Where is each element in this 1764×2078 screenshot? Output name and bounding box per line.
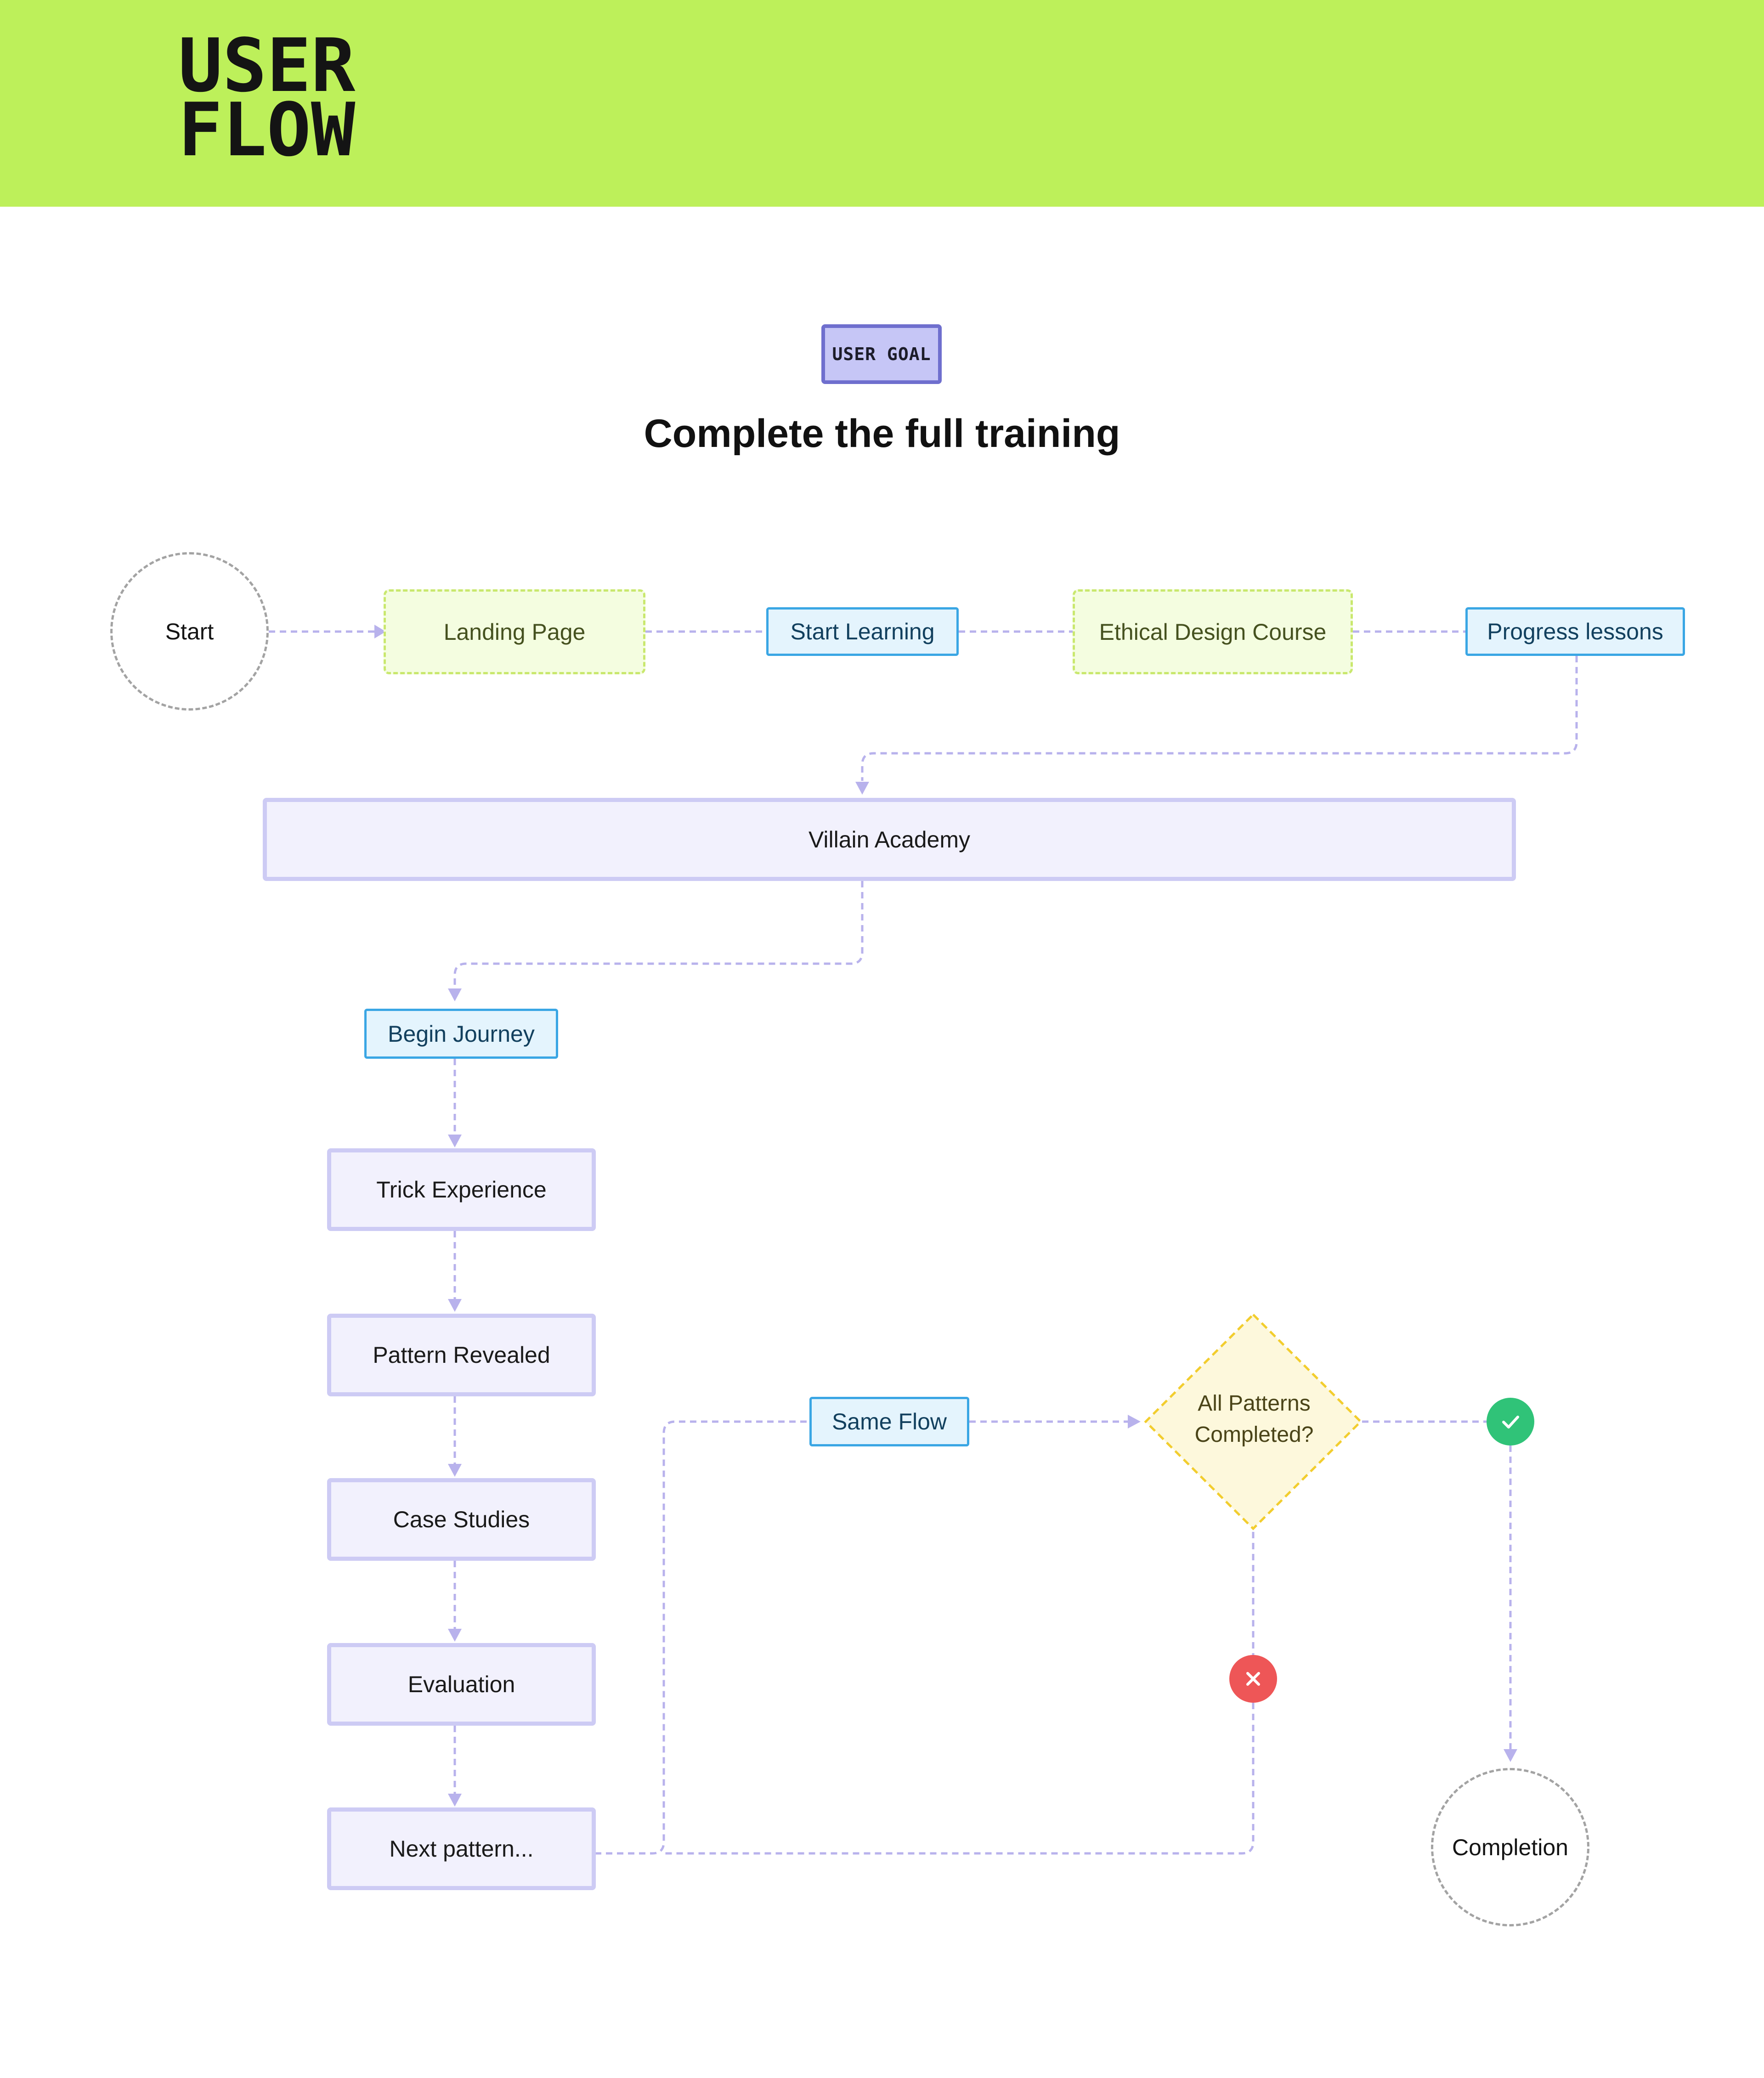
landing-page-node: Landing Page — [384, 589, 645, 674]
completion-node: Completion — [1431, 1768, 1589, 1926]
user-goal-badge: USER GOAL — [821, 324, 942, 384]
connector-next-samesflow — [595, 1420, 811, 1855]
ethical-design-course-node: Ethical Design Course — [1073, 589, 1353, 674]
begin-journey-node: Begin Journey — [364, 1009, 558, 1059]
trick-experience-node: Trick Experience — [327, 1148, 596, 1231]
arrowhead-evaluation — [448, 1629, 462, 1642]
decision-label: All Patterns Completed? — [1153, 1387, 1355, 1451]
arrowhead-completion — [1504, 1749, 1517, 1762]
arrowhead-villain — [855, 782, 869, 795]
arrowhead-decision — [1128, 1415, 1141, 1429]
villain-academy-node: Villain Academy — [263, 798, 1516, 881]
header-banner: USER FLOW — [0, 0, 1764, 207]
progress-lessons-node: Progress lessons — [1465, 607, 1685, 656]
arrowhead-next — [448, 1794, 462, 1807]
check-icon — [1487, 1398, 1534, 1446]
decision-diamond — [1144, 1313, 1363, 1530]
logo-line-2: FLOW — [178, 87, 356, 170]
pattern-revealed-node: Pattern Revealed — [327, 1314, 596, 1396]
next-pattern-node: Next pattern... — [327, 1807, 596, 1890]
connector-villain-begin — [453, 881, 864, 988]
logo-line-1: USER — [178, 32, 356, 108]
x-icon — [1229, 1655, 1277, 1703]
decision-label-line-2: Completed? — [1194, 1423, 1314, 1447]
start-learning-node: Start Learning — [766, 607, 959, 656]
arrowhead-begin — [448, 988, 462, 1001]
case-studies-node: Case Studies — [327, 1478, 596, 1561]
arrowhead-landing — [374, 625, 386, 638]
connector-no-return — [664, 1703, 1255, 1855]
decision-label-line-1: All Patterns — [1198, 1391, 1311, 1416]
arrowhead-trick — [448, 1135, 462, 1147]
connector-progress-villain — [861, 656, 1578, 781]
arrowhead-case — [448, 1464, 462, 1477]
same-flow-node: Same Flow — [809, 1397, 969, 1446]
goal-title: Complete the full training — [644, 412, 1120, 456]
evaluation-node: Evaluation — [327, 1643, 596, 1726]
start-node: Start — [110, 552, 269, 711]
arrowhead-pattern — [448, 1299, 462, 1312]
user-flow-logo: USER FLOW — [178, 32, 356, 170]
